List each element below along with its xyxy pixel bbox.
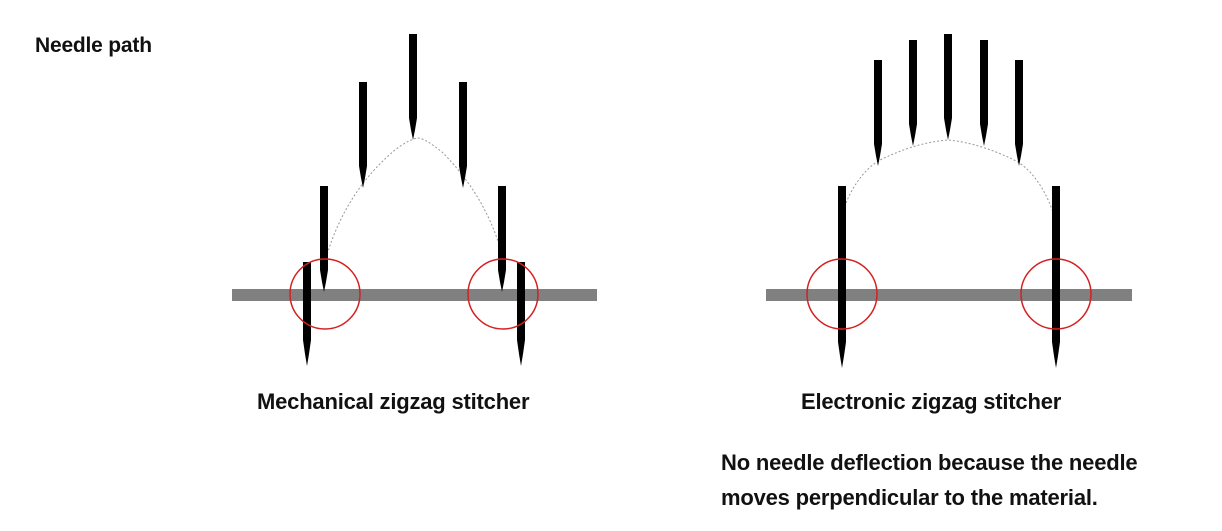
electronic-needle-fan-2 [909, 40, 917, 146]
mechanical-needle-upper-right [459, 82, 467, 188]
electronic-needle-path [839, 139, 1057, 223]
mechanical-needle-mid-left [320, 186, 328, 292]
electronic-needle-fan-1 [874, 60, 882, 166]
electronic-note: No needle deflection because the needle … [721, 445, 1138, 515]
electronic-diagram [766, 34, 1132, 368]
mechanical-needle-deflected-left [303, 262, 311, 366]
mechanical-caption: Mechanical zigzag stitcher [257, 389, 530, 414]
electronic-caption: Electronic zigzag stitcher [801, 389, 1062, 414]
electronic-note-line-1: No needle deflection because the needle [721, 450, 1138, 475]
electronic-needle-left [838, 186, 846, 368]
mechanical-needle-mid-right [498, 186, 506, 292]
electronic-needle-fan-5 [1015, 60, 1023, 166]
diagram-title: Needle path [35, 34, 152, 57]
electronic-highlight-circle-right [1020, 258, 1092, 330]
mechanical-needle-upper-left [359, 82, 367, 188]
electronic-needle-right [1052, 186, 1060, 368]
electronic-note-line-2: moves perpendicular to the material. [721, 485, 1098, 510]
electronic-needle-fan-3 [944, 34, 952, 140]
mechanical-needle-top [409, 34, 417, 140]
mechanical-highlight-circle-left [289, 258, 361, 330]
electronic-highlight-circle-left [806, 258, 878, 330]
mechanical-needle-deflected-right [517, 262, 525, 366]
electronic-material-bar [766, 289, 1132, 301]
mechanical-material-bar [232, 289, 597, 301]
mechanical-highlight-circle-right [467, 258, 539, 330]
mechanical-diagram [232, 34, 597, 366]
mechanical-needle-path [325, 137, 504, 259]
electronic-needle-fan-4 [980, 40, 988, 146]
